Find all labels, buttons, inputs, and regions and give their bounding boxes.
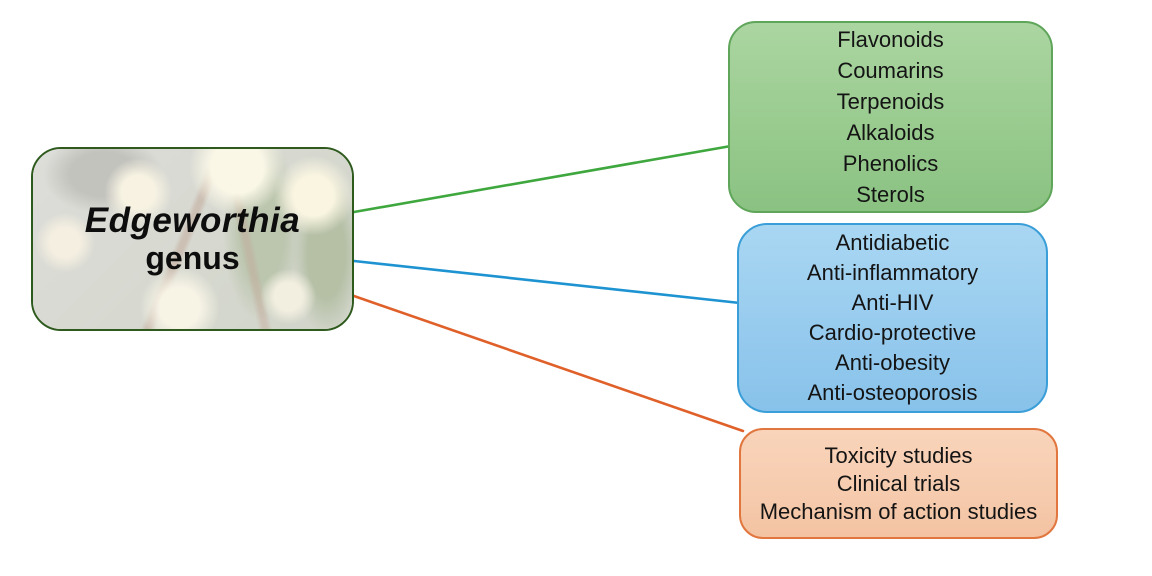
phytochemical-item: Alkaloids [846, 120, 935, 145]
bioactivity-item: Cardio-protective [808, 320, 977, 345]
genus-name-italic: Edgeworthia [84, 201, 301, 241]
bioactivity-item: Anti-osteoporosis [807, 380, 978, 405]
connector-bioactivities [352, 259, 742, 305]
phytochemicals-box: Flavonoids Coumarins Terpenoids Alkaloid… [728, 21, 1053, 213]
bioactivity-item: Anti-obesity [835, 350, 950, 375]
phytochemical-item: Coumarins [837, 58, 944, 83]
research-study-item: Clinical trials [836, 470, 961, 496]
phytochemical-item: Phenolics [842, 151, 939, 176]
genus-word: genus [145, 239, 240, 276]
research-studies-box: Toxicity studies Clinical trials Mechani… [739, 428, 1058, 539]
bioactivity-item: Anti-HIV [851, 290, 934, 315]
research-study-item: Toxicity studies [824, 442, 973, 468]
research-study-item: Mechanism of action studies [759, 498, 1038, 524]
bioactivity-item: Antidiabetic [835, 230, 950, 255]
phytochemical-item: Sterols [856, 182, 925, 207]
phytochemical-item: Terpenoids [836, 89, 945, 114]
source-label: Edgeworthia genus [85, 201, 301, 276]
edgeworthia-flower-photo [33, 149, 352, 329]
source-node-edgeworthia-genus: Edgeworthia genus [31, 147, 354, 331]
phytochemical-item: Flavonoids [837, 27, 944, 52]
bioactivities-box: Antidiabetic Anti-inflammatory Anti-HIV … [737, 223, 1048, 413]
connector-phytochemicals [352, 144, 733, 214]
bioactivity-item: Anti-inflammatory [806, 260, 979, 285]
connector-research-studies [352, 294, 745, 433]
